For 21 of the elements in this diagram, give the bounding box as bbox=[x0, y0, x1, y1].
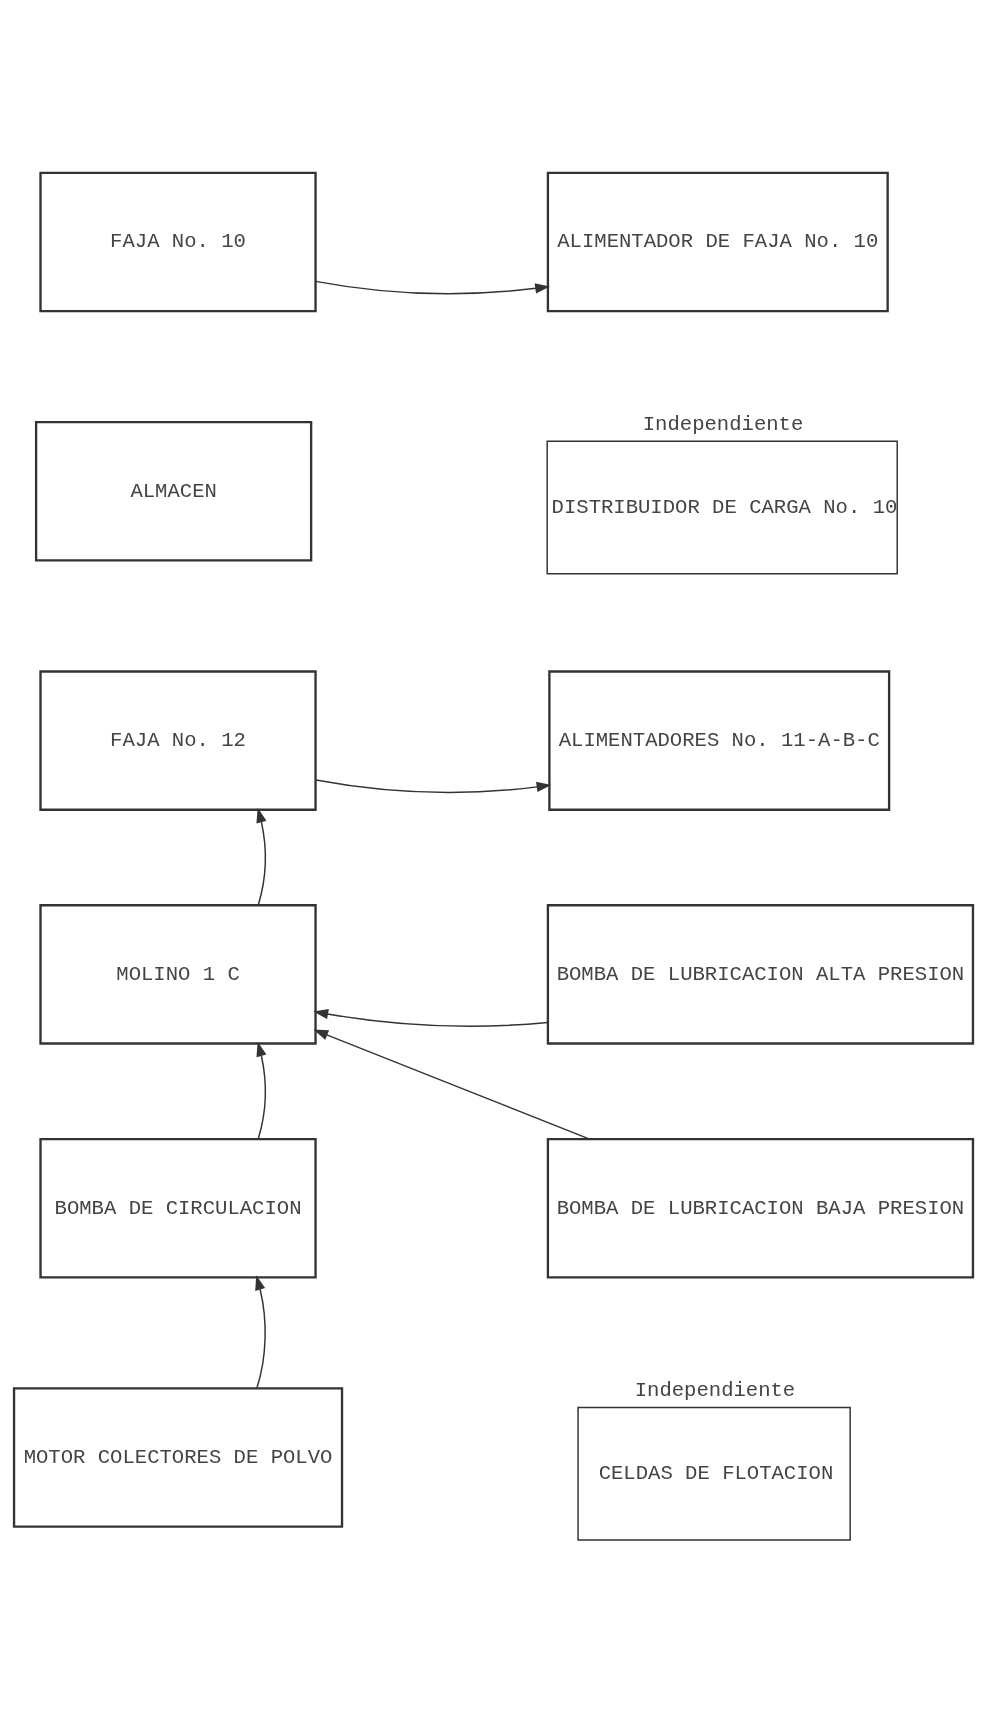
node-box: ALIMENTADOR DE FAJA No. 10 bbox=[546, 171, 889, 313]
node-box: BOMBA DE CIRCULACION bbox=[39, 1137, 317, 1279]
arrow bbox=[255, 1275, 266, 1389]
node-box: MOTOR COLECTORES DE POLVO bbox=[12, 1387, 344, 1528]
node-box: DISTRIBUIDOR DE CARGA No. 10 bbox=[546, 440, 898, 575]
arrow bbox=[313, 1029, 591, 1140]
node-box: BOMBA DE LUBRICACION ALTA PRESION bbox=[546, 904, 975, 1045]
node-box: CELDAS DE FLOTACION bbox=[577, 1406, 851, 1541]
arrow bbox=[314, 280, 550, 295]
node-box: ALMACEN bbox=[34, 421, 313, 562]
node-box: MOLINO 1 C bbox=[39, 904, 317, 1045]
node-box: BOMBA DE LUBRICACION BAJA PRESION bbox=[546, 1137, 975, 1279]
arrow bbox=[256, 1041, 267, 1140]
node-box: ALIMENTADORES No. 11-A-B-C bbox=[548, 670, 891, 811]
arrow bbox=[256, 807, 267, 906]
node-label: Independiente bbox=[634, 1379, 796, 1403]
arrow bbox=[315, 779, 552, 794]
node-box: FAJA No. 10 bbox=[39, 171, 317, 313]
node-label: Independiente bbox=[642, 412, 804, 436]
arrow bbox=[313, 1009, 549, 1027]
node-box: FAJA No. 12 bbox=[39, 670, 317, 811]
